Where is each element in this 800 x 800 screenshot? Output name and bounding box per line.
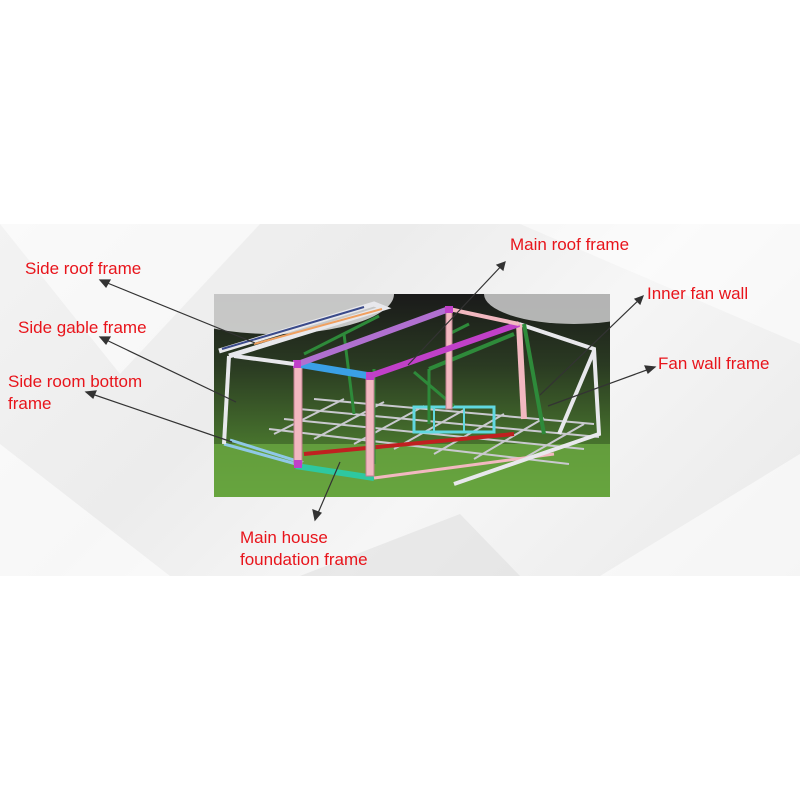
label-side-room-bottom-line1: Side room bottom (8, 372, 143, 391)
label-side-room-bottom-line2: frame (8, 394, 52, 413)
background-band (0, 224, 800, 576)
arrowhead-icon (312, 509, 323, 522)
label-main-roof-frame: Main roof frame (510, 235, 630, 254)
leader-foundation (314, 461, 341, 521)
inner-fan-wall (428, 323, 546, 435)
arrowhead-icon (644, 365, 657, 374)
leader-fan-wall (547, 366, 656, 407)
label-fan-wall-frame: Fan wall frame (658, 354, 770, 373)
frame-structure-render (214, 294, 610, 497)
side-gable-frame (222, 354, 295, 445)
label-main-house-foundation-frame: Main house foundation frame (240, 527, 368, 571)
label-side-gable-frame: Side gable frame (18, 318, 147, 337)
label-foundation-line1: Main house (240, 528, 328, 547)
arrowhead-icon (633, 294, 645, 306)
leader-side-room-bottom (85, 391, 233, 443)
main-roof-frame (293, 306, 520, 468)
label-foundation-line2: foundation frame (240, 550, 368, 569)
arrowhead-icon (495, 261, 506, 272)
fan-wall-frame (453, 322, 602, 486)
side-roof-frame (218, 301, 392, 359)
background-facets (0, 224, 800, 576)
arrowhead-icon (84, 390, 97, 399)
leader-inner-fan-wall (539, 295, 644, 396)
arrowhead-icon (98, 279, 112, 289)
label-side-roof-frame: Side roof frame (25, 259, 142, 278)
label-side-room-bottom-frame: Side room bottom frame (8, 371, 142, 415)
leader-side-roof (99, 279, 256, 344)
leader-side-gable (99, 336, 237, 403)
label-inner-fan-wall: Inner fan wall (647, 284, 749, 303)
leader-main-roof (407, 261, 506, 366)
arrowhead-icon (98, 336, 112, 346)
